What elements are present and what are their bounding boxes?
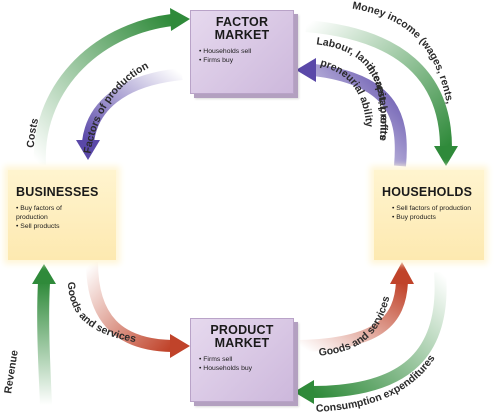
- businesses-item: Buy factors of production: [16, 204, 94, 222]
- businesses-item: Sell products: [16, 222, 94, 231]
- households-item: Buy products: [392, 213, 472, 222]
- costs-arrowhead: [170, 8, 190, 31]
- goods-left-arrow: [86, 261, 173, 352]
- revenue-arrowhead: [32, 264, 56, 284]
- factor-market-item: Firms buy: [199, 56, 285, 65]
- money-income-arrow: [305, 20, 452, 149]
- revenue-label: Revenue: [2, 349, 21, 394]
- money-income-arrowhead: [434, 146, 458, 166]
- goods-right-arrow: [299, 281, 408, 352]
- factors-label: Factors of production: [82, 60, 151, 155]
- product-market-list: Firms sell Households buy: [199, 355, 285, 373]
- goods-right-label: Goods and services: [318, 295, 392, 359]
- consumption-arrowhead: [294, 380, 314, 404]
- revenue-arrow: [37, 281, 52, 406]
- labour-arrowhead: [296, 58, 316, 82]
- costs-label: Costs: [25, 117, 42, 148]
- consumption-arrow: [311, 271, 447, 398]
- households-title: HOUSEHOLDS: [382, 185, 473, 199]
- goods-right-arrowhead: [390, 262, 414, 284]
- product-market-item: Households buy: [199, 364, 285, 373]
- product-market-item: Firms sell: [199, 355, 285, 364]
- labour-arrow: [313, 64, 407, 167]
- households-box: HOUSEHOLDS Sell factors of production Bu…: [374, 170, 484, 260]
- households-list: Sell factors of production Buy products: [392, 204, 472, 222]
- businesses-title: BUSINESSES: [16, 185, 99, 199]
- factor-market-list: Households sell Firms buy: [199, 47, 285, 65]
- households-item: Sell factors of production: [392, 204, 472, 213]
- factors-arrowhead: [76, 140, 100, 160]
- factor-market-item: Households sell: [199, 47, 285, 56]
- businesses-box: BUSINESSES Buy factors of production Sel…: [8, 170, 116, 260]
- goods-left-arrowhead: [170, 334, 190, 358]
- costs-arrow: [33, 14, 173, 166]
- businesses-list: Buy factors of production Sell products: [16, 204, 94, 231]
- factors-of-production-arrow: [82, 68, 183, 143]
